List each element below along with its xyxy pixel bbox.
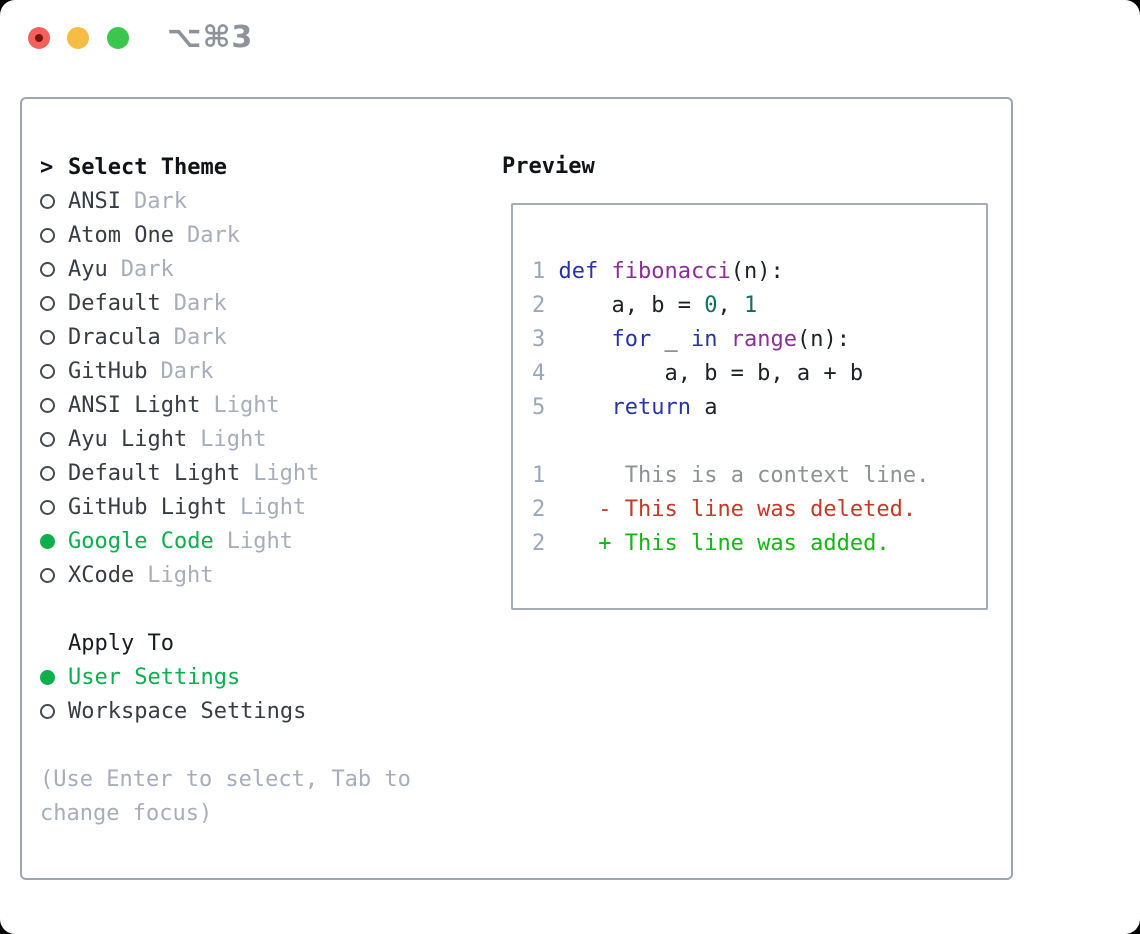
radio-selected-icon bbox=[40, 533, 55, 549]
hint-line-2: change focus) bbox=[40, 800, 213, 826]
theme-option-github[interactable]: GitHub Dark bbox=[40, 354, 485, 388]
radio-selected-icon bbox=[40, 669, 55, 685]
titlebar: ⌥⌘3 bbox=[0, 0, 1140, 78]
spacer-row bbox=[40, 728, 485, 762]
radio-icon bbox=[40, 397, 55, 413]
radio-icon bbox=[40, 499, 55, 515]
theme-option-ansi[interactable]: ANSI Dark bbox=[40, 184, 485, 218]
theme-option-google-code[interactable]: Google Code Light bbox=[40, 524, 485, 558]
select-theme-title: Select Theme bbox=[68, 154, 227, 180]
apply-option-user-settings[interactable]: User Settings bbox=[40, 660, 485, 694]
preview-code: 1 def fibonacci(n): 2 a, b = 0, 1 3 for _ … bbox=[532, 255, 929, 561]
theme-name: Default bbox=[68, 290, 161, 316]
code-line: 2 a, b = 0, 1 bbox=[532, 293, 758, 318]
theme-option-default-light[interactable]: Default Light Light bbox=[40, 456, 485, 490]
code-line: 2 - This line was deleted. bbox=[532, 497, 917, 522]
close-dot-icon bbox=[35, 34, 43, 42]
radio-icon bbox=[40, 465, 55, 481]
theme-option-dracula[interactable]: Dracula Dark bbox=[40, 320, 485, 354]
theme-variant: Dark bbox=[120, 256, 174, 282]
radio-icon bbox=[40, 431, 55, 447]
radio-icon bbox=[40, 227, 55, 243]
radio-icon bbox=[40, 329, 55, 345]
code-line: 4 a, b = b, a + b bbox=[532, 361, 864, 386]
theme-variant: Dark bbox=[173, 290, 227, 316]
radio-icon bbox=[40, 363, 55, 379]
theme-name: Default Light bbox=[68, 460, 241, 486]
code-line: 1 This is a context line. bbox=[532, 463, 930, 488]
preview-title: Preview bbox=[502, 154, 595, 179]
spacer-row bbox=[40, 592, 485, 626]
radio-icon bbox=[40, 567, 55, 583]
radio-icon bbox=[40, 703, 55, 719]
theme-option-xcode[interactable]: XCode Light bbox=[40, 558, 485, 592]
theme-name: ANSI Light bbox=[68, 392, 201, 418]
apply-option-label: User Settings bbox=[68, 664, 241, 690]
apply-option-workspace-settings[interactable]: Workspace Settings bbox=[40, 694, 485, 728]
theme-name: Atom One bbox=[68, 222, 174, 248]
radio-icon bbox=[40, 261, 55, 277]
theme-option-ansi-light[interactable]: ANSI Light Light bbox=[40, 388, 485, 422]
theme-variant: Dark bbox=[160, 358, 214, 384]
apply-option-label: Workspace Settings bbox=[68, 698, 307, 724]
radio-icon bbox=[40, 295, 55, 311]
theme-option-atom-one[interactable]: Atom One Dark bbox=[40, 218, 485, 252]
theme-variant: Dark bbox=[186, 222, 240, 248]
theme-variant: Light bbox=[253, 460, 320, 486]
code-line: 1 def fibonacci(n): bbox=[532, 259, 784, 284]
theme-variant: Dark bbox=[133, 188, 187, 214]
theme-variant: Light bbox=[239, 494, 307, 520]
select-theme-header: > Select Theme bbox=[40, 150, 485, 184]
code-line: 2 + This line was added. bbox=[532, 531, 890, 556]
close-button[interactable] bbox=[28, 27, 50, 49]
caret-icon: > bbox=[40, 154, 54, 180]
theme-option-ayu[interactable]: Ayu Dark bbox=[40, 252, 485, 286]
theme-name: ANSI bbox=[68, 188, 121, 214]
code-line: 5 return a bbox=[532, 395, 718, 420]
theme-name: GitHub bbox=[68, 358, 148, 384]
theme-option-ayu-light[interactable]: Ayu Light Light bbox=[40, 422, 485, 456]
theme-variant: Light bbox=[213, 392, 280, 418]
theme-variant: Light bbox=[147, 562, 214, 588]
zoom-button[interactable] bbox=[107, 27, 129, 49]
hint-line-1: (Use Enter to select, Tab to bbox=[40, 766, 411, 792]
window-shortcut-label: ⌥⌘3 bbox=[167, 20, 254, 55]
theme-name: Google Code bbox=[68, 528, 214, 554]
theme-name: Ayu bbox=[68, 256, 108, 282]
theme-name: Dracula bbox=[68, 324, 161, 350]
apply-to-title: Apply To bbox=[68, 630, 174, 656]
apply-to-header: Apply To bbox=[40, 626, 485, 660]
code-line: 3 for _ in range(n): bbox=[532, 327, 850, 352]
theme-variant: Light bbox=[226, 528, 293, 554]
theme-name: GitHub Light bbox=[68, 494, 227, 520]
preview-pane: 1 def fibonacci(n): 2 a, b = 0, 1 3 for _ … bbox=[511, 203, 988, 610]
theme-variant: Light bbox=[200, 426, 267, 452]
radio-icon bbox=[40, 193, 55, 209]
theme-option-default[interactable]: Default Dark bbox=[40, 286, 485, 320]
theme-name: XCode bbox=[68, 562, 135, 588]
minimize-button[interactable] bbox=[67, 27, 89, 49]
theme-option-github-light[interactable]: GitHub Light Light bbox=[40, 490, 485, 524]
theme-name: Ayu Light bbox=[68, 426, 188, 452]
code-line bbox=[532, 425, 929, 459]
theme-variant: Dark bbox=[173, 324, 227, 350]
